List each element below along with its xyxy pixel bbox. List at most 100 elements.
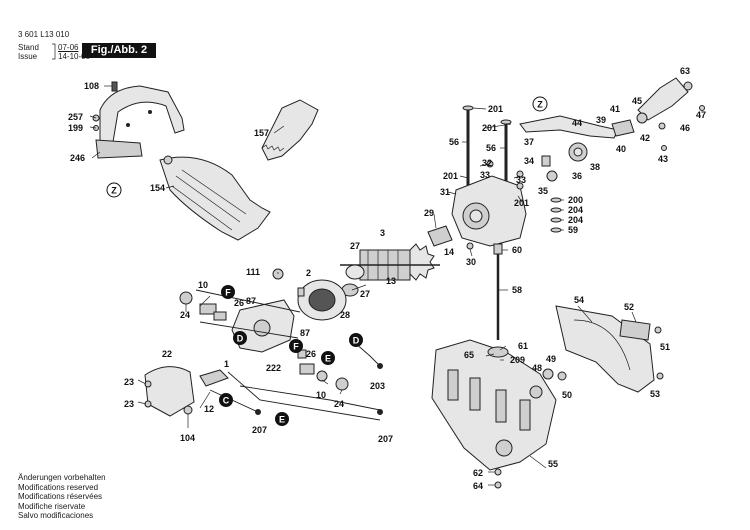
part-label-10-a: 10 bbox=[198, 280, 208, 290]
part-label-51: 51 bbox=[660, 342, 670, 352]
part-label-33-alt: 33 bbox=[480, 170, 490, 180]
part-label-31: 31 bbox=[440, 187, 450, 197]
part-label-26-b: 26 bbox=[306, 349, 316, 359]
part-label-87-b: 87 bbox=[300, 328, 310, 338]
part-label-39: 39 bbox=[596, 115, 606, 125]
part-label-13: 13 bbox=[386, 276, 396, 286]
part-label-209: 209 bbox=[510, 355, 525, 365]
part-label-23-a: 23 bbox=[124, 377, 134, 387]
part-label-201-d: 201 bbox=[514, 198, 529, 208]
part-label-32: 32 bbox=[482, 158, 492, 168]
part-label-65: 65 bbox=[464, 350, 474, 360]
part-label-222: 222 bbox=[266, 363, 281, 373]
part-label-46: 46 bbox=[680, 123, 690, 133]
part-label-33: 33 bbox=[516, 175, 526, 185]
part-label-201-a: 201 bbox=[488, 104, 503, 114]
part-label-22: 22 bbox=[162, 349, 172, 359]
bevel-lever bbox=[519, 77, 705, 182]
leader-lines bbox=[89, 85, 637, 486]
part-label-14: 14 bbox=[444, 247, 454, 257]
motor-end-housing bbox=[179, 268, 295, 353]
part-label-62: 62 bbox=[473, 468, 483, 478]
connector-c1: C bbox=[223, 396, 230, 406]
date-bracket bbox=[52, 43, 56, 60]
wiring bbox=[195, 289, 383, 421]
armature bbox=[340, 243, 440, 297]
part-label-10-b: 10 bbox=[316, 390, 326, 400]
part-label-36: 36 bbox=[572, 171, 582, 181]
part-label-56-a: 56 bbox=[449, 137, 459, 147]
part-label-87-a: 87 bbox=[246, 296, 256, 306]
part-label-108: 108 bbox=[84, 81, 99, 91]
spindle-60-58 bbox=[466, 242, 503, 340]
part-label-157: 157 bbox=[254, 128, 269, 138]
part-label-24-a: 24 bbox=[180, 310, 190, 320]
part-label-42: 42 bbox=[640, 133, 650, 143]
part-label-60: 60 bbox=[512, 245, 522, 255]
motor-housing-bracket bbox=[427, 175, 527, 247]
part-label-34: 34 bbox=[524, 156, 534, 166]
part-label-207-b: 207 bbox=[378, 434, 393, 444]
part-label-59: 59 bbox=[568, 225, 578, 235]
part-label-48: 48 bbox=[532, 363, 542, 373]
note-it: Modifiche riservate bbox=[18, 501, 86, 511]
stand-label: Stand bbox=[18, 43, 39, 52]
part-label-30: 30 bbox=[466, 257, 476, 267]
issue-label: Issue bbox=[18, 52, 38, 61]
part-number-labels: 108 257 199 246 154 157 201 201 56 56 32… bbox=[68, 66, 706, 491]
note-de: Änderungen vorbehalten bbox=[18, 473, 106, 482]
part-label-12: 12 bbox=[204, 404, 214, 414]
part-label-154: 154 bbox=[150, 183, 165, 193]
part-label-23-b: 23 bbox=[124, 399, 134, 409]
part-label-203: 203 bbox=[370, 381, 385, 391]
part-label-41: 41 bbox=[610, 104, 620, 114]
part-label-200: 200 bbox=[568, 195, 583, 205]
upper-blade-guard bbox=[92, 81, 185, 159]
part-label-204-a: 204 bbox=[568, 205, 583, 215]
part-label-47: 47 bbox=[696, 110, 706, 120]
brush-holders bbox=[297, 349, 349, 391]
part-label-257: 257 bbox=[68, 112, 83, 122]
part-label-2: 2 bbox=[306, 268, 311, 278]
stand-date: 07-06 bbox=[58, 43, 79, 52]
part-label-49: 49 bbox=[546, 354, 556, 364]
part-label-3: 3 bbox=[380, 228, 385, 238]
part-label-64: 64 bbox=[473, 481, 483, 491]
part-label-43: 43 bbox=[658, 154, 668, 164]
connector-f2: F bbox=[293, 342, 299, 352]
part-label-55: 55 bbox=[548, 459, 558, 469]
connector-markers: F F D D E E C Z Z bbox=[106, 96, 548, 426]
part-label-40: 40 bbox=[616, 144, 626, 154]
part-label-29: 29 bbox=[424, 208, 434, 218]
connector-d1: D bbox=[353, 336, 360, 346]
switch-module-22 bbox=[144, 366, 229, 417]
part-label-50: 50 bbox=[562, 390, 572, 400]
part-label-52: 52 bbox=[624, 302, 634, 312]
part-label-56-b: 56 bbox=[486, 143, 496, 153]
part-label-201-b: 201 bbox=[482, 123, 497, 133]
figure-label: Fig./Abb. 2 bbox=[82, 43, 156, 58]
issue-date: 14-10-08 bbox=[58, 52, 91, 61]
note-fr: Modifications réservées bbox=[18, 492, 103, 501]
part-label-27-b: 27 bbox=[360, 289, 370, 299]
connector-f1: F bbox=[225, 288, 231, 298]
stator bbox=[297, 279, 347, 321]
connector-d2: D bbox=[237, 334, 244, 344]
part-label-63: 63 bbox=[680, 66, 690, 76]
part-label-111: 111 bbox=[246, 267, 260, 277]
part-label-28: 28 bbox=[340, 310, 350, 320]
note-es: Salvo modificaciones bbox=[18, 511, 94, 520]
part-label-44: 44 bbox=[572, 118, 582, 128]
part-label-54: 54 bbox=[574, 295, 584, 305]
part-label-37: 37 bbox=[524, 137, 534, 147]
connector-e2: E bbox=[279, 415, 285, 425]
part-label-201-c: 201 bbox=[443, 171, 458, 181]
lower-guard-54 bbox=[555, 305, 664, 393]
document-number: 3 601 L13 010 bbox=[18, 30, 70, 39]
part-label-45: 45 bbox=[632, 96, 642, 106]
part-label-38: 38 bbox=[590, 162, 600, 172]
note-en: Modifications reserved bbox=[18, 482, 99, 492]
part-label-246: 246 bbox=[70, 153, 85, 163]
